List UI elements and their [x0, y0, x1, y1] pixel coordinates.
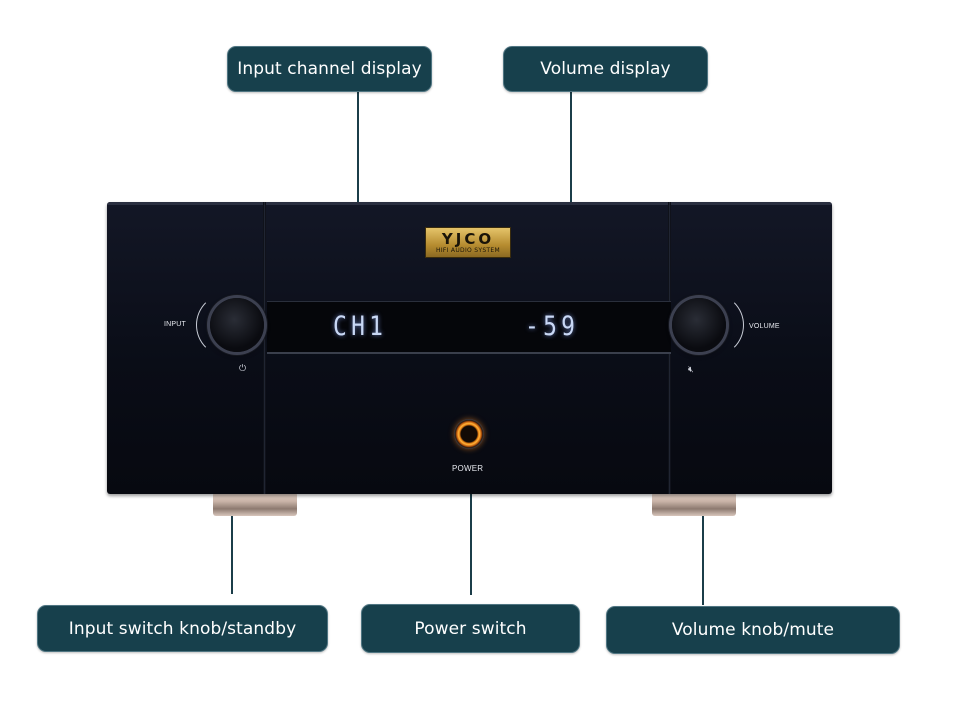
callout-input-switch-knob: Input switch knob/standby: [37, 605, 328, 652]
logo-main-text: YJCO: [441, 229, 495, 248]
power-label: POWER: [452, 464, 484, 473]
volume-knob[interactable]: [672, 298, 726, 352]
volume-readout: -59: [525, 311, 580, 342]
brand-logo: YJCO HIFI AUDIO SYSTEM: [425, 227, 511, 258]
callout-volume-display: Volume display: [503, 46, 708, 92]
callout-input-channel-display: Input channel display: [227, 46, 432, 92]
power-button[interactable]: [454, 419, 484, 449]
panel-divider-left: [263, 202, 266, 494]
power-standby-icon: ⏻: [239, 363, 247, 373]
input-channel-readout: CH1: [333, 311, 388, 342]
leader-power-switch: [470, 440, 472, 595]
left-foot: [213, 492, 297, 516]
logo-sub-text: HIFI AUDIO SYSTEM: [436, 246, 500, 254]
volume-label: VOLUME: [749, 323, 780, 330]
right-foot: [652, 492, 736, 516]
volume-rotation-arc: [680, 293, 744, 357]
input-label: INPUT: [164, 321, 186, 328]
front-display: CH1 -59: [267, 301, 671, 354]
callout-power-switch: Power switch: [361, 604, 580, 653]
amplifier-front-panel: YJCO HIFI AUDIO SYSTEM CH1 -59 INPUT ⏻ V…: [107, 202, 832, 494]
panel-top-edge: [107, 202, 832, 205]
input-knob[interactable]: [210, 298, 264, 352]
input-rotation-arc: [196, 293, 260, 357]
callout-volume-knob: Volume knob/mute: [606, 606, 900, 654]
speaker-mute-icon: 🔇︎: [688, 364, 694, 374]
